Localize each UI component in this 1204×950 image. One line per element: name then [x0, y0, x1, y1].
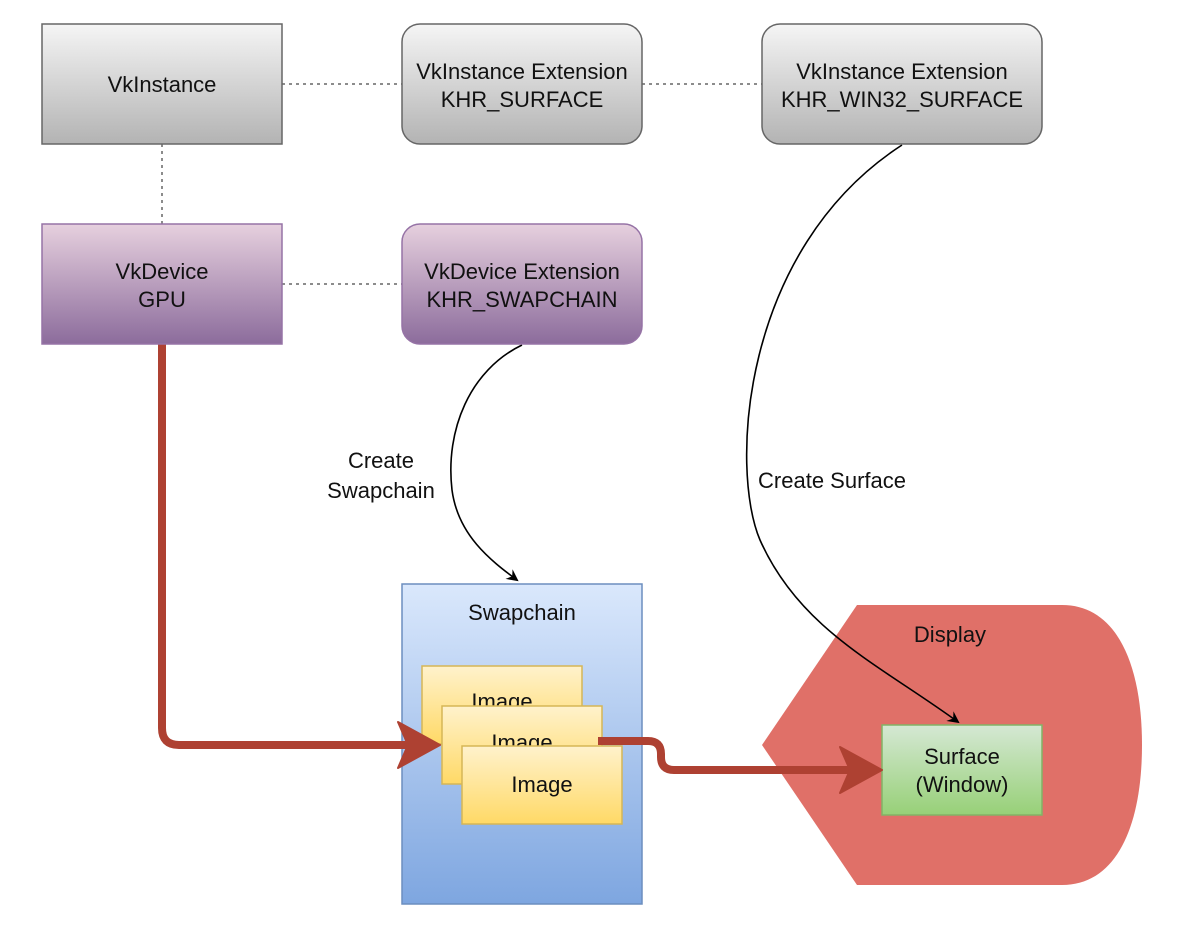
- create-swapchain-edge: [450, 344, 523, 582]
- create-surface-label: Create Surface: [758, 468, 906, 493]
- vkdevice-box: [41, 223, 283, 345]
- create-swapchain-label-line2: Swapchain: [327, 478, 435, 503]
- ext-win32-label-line2: KHR_WIN32_SURFACE: [781, 87, 1023, 112]
- images-to-surface-arrow: [598, 737, 850, 774]
- ext-win32-box: [761, 23, 1043, 145]
- images-to-surface-arrowhead: [839, 746, 883, 794]
- vkinstance-box: [41, 23, 283, 145]
- display-label: Display: [914, 622, 986, 647]
- vkdevice-label-line2: GPU: [138, 287, 186, 312]
- dotted-connectors: [161, 83, 762, 285]
- ext-swapchain-box: [401, 223, 643, 345]
- vkinstance-label: VkInstance: [108, 72, 217, 97]
- create-surface-edge: [745, 144, 960, 724]
- surface-label-line2: (Window): [916, 772, 1009, 797]
- image-box-3: [461, 745, 623, 825]
- surface-label-line1: Surface: [924, 744, 1000, 769]
- ext-win32-label-line1: VkInstance Extension: [796, 59, 1008, 84]
- ext-swapchain-label-line1: VkDevice Extension: [424, 259, 620, 284]
- device-to-images-arrow: [158, 344, 408, 749]
- create-swapchain-label-line1: Create: [348, 448, 414, 473]
- image-label-3: Image: [511, 772, 572, 797]
- ext-surface-box: [401, 23, 643, 145]
- device-to-images-arrowhead: [397, 721, 441, 769]
- surface-box: [881, 724, 1043, 816]
- ext-surface-label-line2: KHR_SURFACE: [441, 87, 604, 112]
- swapchain-label: Swapchain: [468, 600, 576, 625]
- ext-surface-label-line1: VkInstance Extension: [416, 59, 628, 84]
- vkdevice-label-line1: VkDevice: [116, 259, 209, 284]
- ext-swapchain-label-line2: KHR_SWAPCHAIN: [426, 287, 617, 312]
